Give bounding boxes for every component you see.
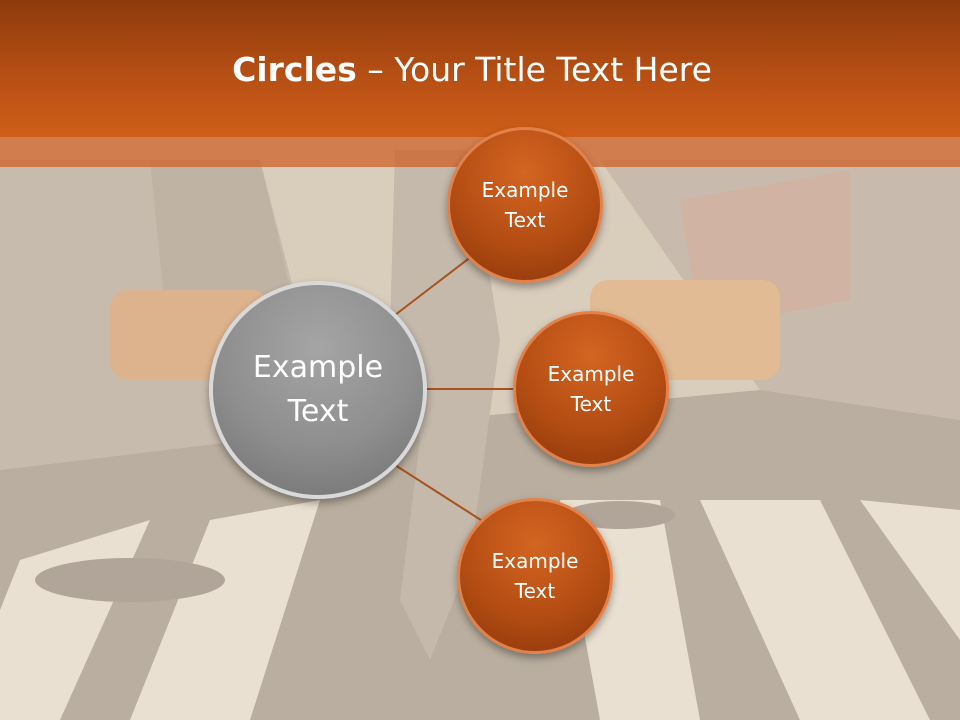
slide-title: Circles – Your Title Text Here	[0, 50, 944, 89]
connector-line-1	[394, 252, 477, 316]
satellite-circle-1[interactable]: Example Text	[447, 127, 603, 283]
title-band	[0, 0, 960, 137]
center-circle[interactable]: Example Text	[209, 281, 427, 499]
satellite-circle-3[interactable]: Example Text	[457, 498, 613, 654]
center-circle-label: Example Text	[252, 350, 384, 429]
satellite-circle-label: Example Text	[491, 549, 579, 603]
slide-title-bold: Circles	[232, 50, 357, 89]
satellite-circle-2[interactable]: Example Text	[513, 311, 669, 467]
connector-line-3	[394, 464, 485, 523]
satellite-circle-label: Example Text	[481, 178, 569, 232]
satellite-circle-label: Example Text	[547, 362, 635, 416]
slide-title-rest: – Your Title Text Here	[356, 50, 712, 89]
